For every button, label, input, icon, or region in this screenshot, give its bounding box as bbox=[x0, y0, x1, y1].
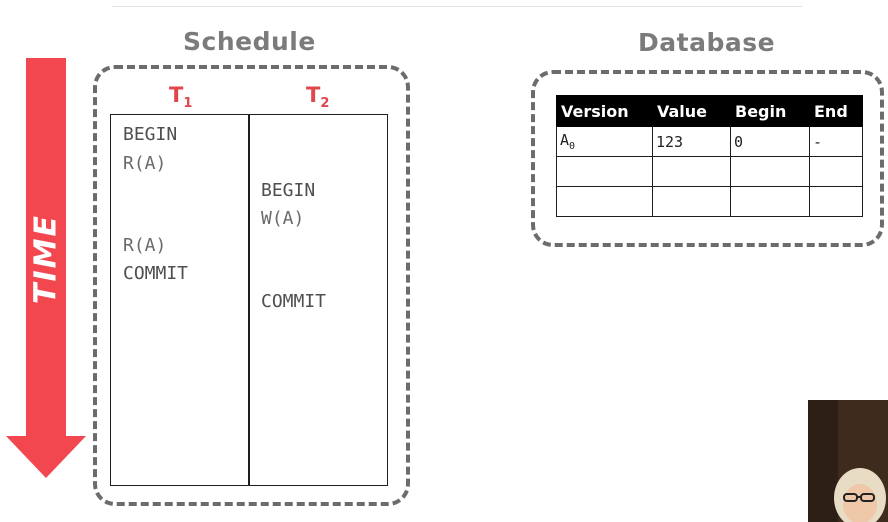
time-arrow bbox=[6, 58, 86, 478]
column-header-begin: Begin bbox=[730, 95, 810, 127]
time-label: TIME bbox=[28, 214, 64, 304]
column-header-version: Version bbox=[556, 95, 653, 127]
cell-version bbox=[556, 156, 653, 187]
t1-op-read-a-2: R(A) bbox=[123, 235, 167, 256]
schedule-title: Schedule bbox=[183, 27, 316, 56]
t1-op-begin: BEGIN bbox=[123, 124, 178, 145]
cell-end bbox=[809, 186, 863, 217]
cell-begin bbox=[730, 186, 810, 217]
cell-end bbox=[809, 156, 863, 187]
cell-value: 123 bbox=[652, 126, 731, 157]
cell-value bbox=[652, 186, 731, 217]
table-row: A0 123 0 - bbox=[556, 126, 863, 157]
table-row bbox=[556, 186, 863, 217]
version-table: Version Value Begin End A0 123 0 - bbox=[556, 95, 863, 217]
cell-value bbox=[652, 156, 731, 187]
schedule-column-divider bbox=[248, 114, 250, 486]
table-row bbox=[556, 156, 863, 187]
t1-op-read-a: R(A) bbox=[123, 153, 167, 174]
t2-header: T2 bbox=[306, 83, 330, 112]
t2-op-write-a: W(A) bbox=[261, 208, 305, 229]
version-table-header-row: Version Value Begin End bbox=[556, 95, 863, 127]
presenter-avatar bbox=[808, 400, 888, 522]
t2-op-commit: COMMIT bbox=[261, 291, 327, 312]
cell-end: - bbox=[809, 126, 863, 157]
column-header-end: End bbox=[809, 95, 863, 127]
database-title: Database bbox=[638, 28, 776, 57]
cell-version bbox=[556, 186, 653, 217]
schedule-frame bbox=[93, 65, 410, 506]
column-header-value: Value bbox=[652, 95, 731, 127]
cell-version: A0 bbox=[556, 126, 653, 157]
t1-header: T1 bbox=[169, 83, 193, 112]
t2-op-begin: BEGIN bbox=[261, 180, 316, 201]
top-divider bbox=[112, 6, 802, 7]
database-frame bbox=[531, 70, 884, 247]
cell-begin: 0 bbox=[730, 126, 810, 157]
t1-op-commit: COMMIT bbox=[123, 263, 189, 284]
presenter-webcam bbox=[808, 400, 888, 522]
cell-begin bbox=[730, 156, 810, 187]
